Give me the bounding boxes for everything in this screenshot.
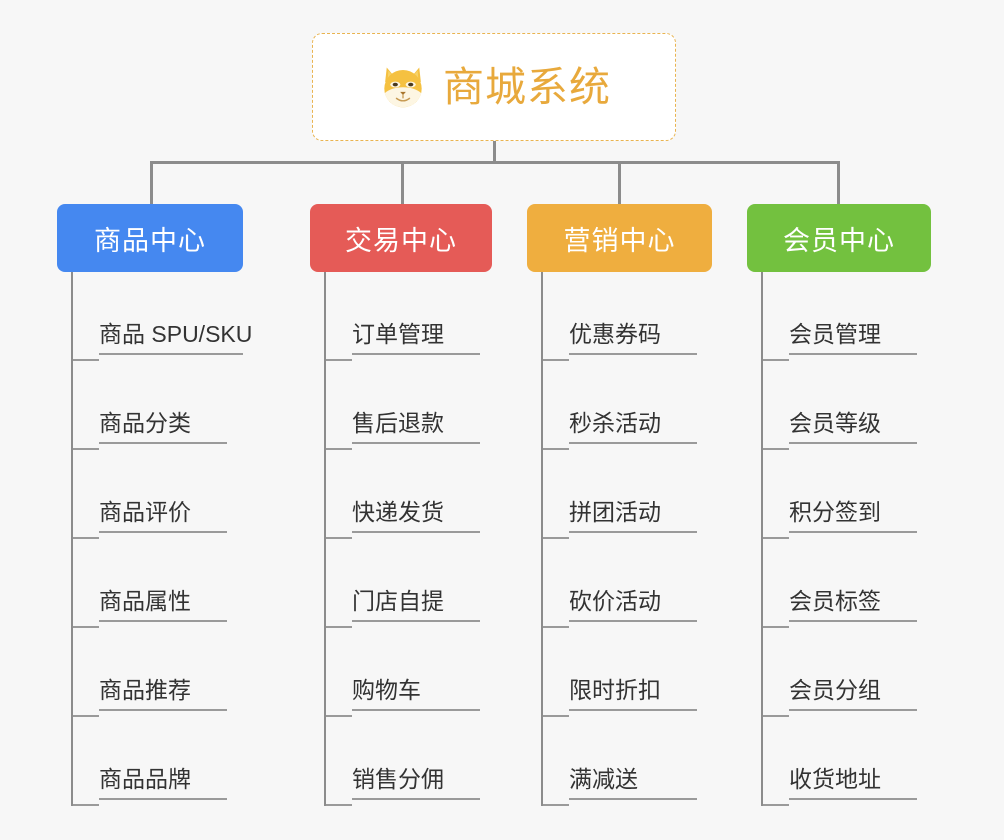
leaf-label: 会员标签 xyxy=(789,588,917,622)
list-item[interactable]: 收货地址 xyxy=(763,717,931,806)
leaf-label: 会员管理 xyxy=(789,321,917,355)
root-title: 商城系统 xyxy=(443,63,611,110)
connector-drop-1 xyxy=(150,161,153,204)
connector-root-stem xyxy=(493,141,496,163)
list-item[interactable]: 购物车 xyxy=(326,628,492,717)
category-header-marketing[interactable]: 营销中心 xyxy=(527,204,712,272)
branch-column-member: 会员中心 会员管理 会员等级 积分签到 会员标签 会员分组 收货地址 xyxy=(747,204,931,806)
list-item[interactable]: 限时折扣 xyxy=(543,628,712,717)
list-item[interactable]: 销售分佣 xyxy=(326,717,492,806)
list-item[interactable]: 会员标签 xyxy=(763,539,931,628)
leaf-label: 收货地址 xyxy=(789,766,917,800)
list-item[interactable]: 秒杀活动 xyxy=(543,361,712,450)
connector-drop-2 xyxy=(401,161,404,204)
leaf-label: 商品推荐 xyxy=(99,677,227,711)
leaf-label: 购物车 xyxy=(352,677,480,711)
leaf-label: 砍价活动 xyxy=(569,588,697,622)
leaf-label: 销售分佣 xyxy=(352,766,480,800)
leaf-label: 优惠券码 xyxy=(569,321,697,355)
list-item[interactable]: 砍价活动 xyxy=(543,539,712,628)
list-item[interactable]: 优惠券码 xyxy=(543,272,712,361)
list-item[interactable]: 满减送 xyxy=(543,717,712,806)
list-item[interactable]: 订单管理 xyxy=(326,272,492,361)
category-header-member[interactable]: 会员中心 xyxy=(747,204,931,272)
list-item[interactable]: 门店自提 xyxy=(326,539,492,628)
list-item[interactable]: 快递发货 xyxy=(326,450,492,539)
leaf-label: 拼团活动 xyxy=(569,499,697,533)
leaf-label: 快递发货 xyxy=(352,499,480,533)
leaf-list-trade: 订单管理 售后退款 快递发货 门店自提 购物车 销售分佣 xyxy=(324,272,492,806)
leaf-label: 秒杀活动 xyxy=(569,410,697,444)
leaf-label: 限时折扣 xyxy=(569,677,697,711)
leaf-label: 满减送 xyxy=(569,766,697,800)
branch-column-marketing: 营销中心 优惠券码 秒杀活动 拼团活动 砍价活动 限时折扣 满减送 xyxy=(527,204,712,806)
connector-drop-3 xyxy=(618,161,621,204)
leaf-label: 门店自提 xyxy=(352,588,480,622)
list-item[interactable]: 商品分类 xyxy=(73,361,243,450)
root-node[interactable]: 商城系统 xyxy=(312,33,676,141)
list-item[interactable]: 商品推荐 xyxy=(73,628,243,717)
list-item[interactable]: 商品评价 xyxy=(73,450,243,539)
list-item[interactable]: 会员管理 xyxy=(763,272,931,361)
list-item[interactable]: 商品属性 xyxy=(73,539,243,628)
leaf-label: 会员等级 xyxy=(789,410,917,444)
leaf-label: 售后退款 xyxy=(352,410,480,444)
shiba-dog-face-icon xyxy=(377,61,429,113)
leaf-list-marketing: 优惠券码 秒杀活动 拼团活动 砍价活动 限时折扣 满减送 xyxy=(541,272,712,806)
category-header-trade[interactable]: 交易中心 xyxy=(310,204,492,272)
list-item[interactable]: 积分签到 xyxy=(763,450,931,539)
leaf-label: 商品评价 xyxy=(99,499,227,533)
list-item[interactable]: 商品品牌 xyxy=(73,717,243,806)
connector-horizontal-bus xyxy=(150,161,839,164)
leaf-label: 会员分组 xyxy=(789,677,917,711)
category-label: 交易中心 xyxy=(345,225,457,256)
leaf-label: 商品属性 xyxy=(99,588,227,622)
leaf-label: 商品 SPU/SKU xyxy=(99,321,252,355)
list-item[interactable]: 售后退款 xyxy=(326,361,492,450)
category-label: 商品中心 xyxy=(94,225,206,256)
branch-column-product: 商品中心 商品 SPU/SKU 商品分类 商品评价 商品属性 商品推荐 商品品牌 xyxy=(57,204,252,806)
leaf-label: 积分签到 xyxy=(789,499,917,533)
leaf-list-product: 商品 SPU/SKU 商品分类 商品评价 商品属性 商品推荐 商品品牌 xyxy=(71,272,252,806)
leaf-label: 商品分类 xyxy=(99,410,227,444)
list-item[interactable]: 会员分组 xyxy=(763,628,931,717)
leaf-label: 订单管理 xyxy=(352,321,480,355)
list-item[interactable]: 拼团活动 xyxy=(543,450,712,539)
list-item[interactable]: 商品 SPU/SKU xyxy=(73,272,252,361)
connector-drop-4 xyxy=(837,161,840,204)
category-header-product[interactable]: 商品中心 xyxy=(57,204,243,272)
leaf-list-member: 会员管理 会员等级 积分签到 会员标签 会员分组 收货地址 xyxy=(761,272,931,806)
list-item[interactable]: 会员等级 xyxy=(763,361,931,450)
category-label: 会员中心 xyxy=(783,225,895,256)
category-label: 营销中心 xyxy=(563,225,676,256)
branch-column-trade: 交易中心 订单管理 售后退款 快递发货 门店自提 购物车 销售分佣 xyxy=(310,204,492,806)
leaf-label: 商品品牌 xyxy=(99,766,227,800)
